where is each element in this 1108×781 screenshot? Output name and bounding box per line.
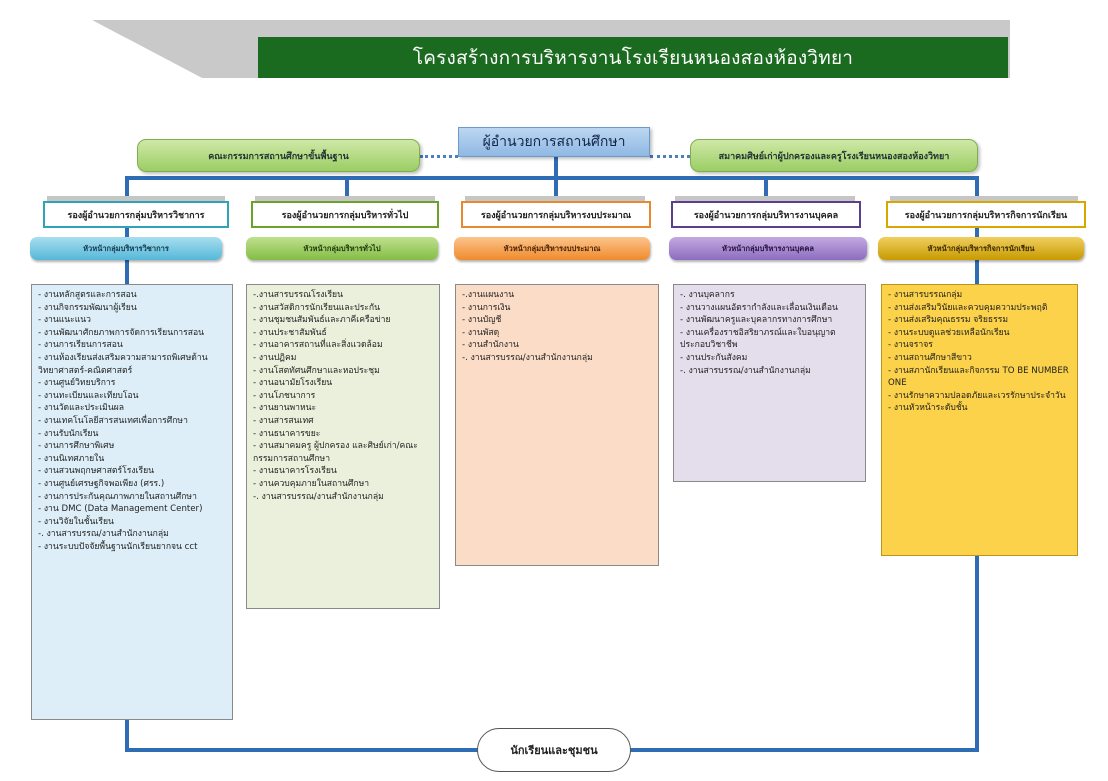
- task-item: - งานพัสดุ: [462, 327, 500, 338]
- board-box: คณะกรรมการสถานศึกษาขั้นพื้นฐาน: [137, 139, 420, 172]
- task-item: - งานพัฒนาครูและบุคลากรทางการศึกษา: [680, 315, 833, 326]
- task-item: -.งานแผนงาน: [462, 290, 515, 300]
- head-general: หัวหน้ากลุ่มบริหารทั่วไป: [246, 237, 438, 260]
- task-item: - งานชุมชนสัมพันธ์และภาคีเครือข่าย: [253, 315, 391, 326]
- task-item: -.งานสารบรรณโรงเรียน: [253, 290, 343, 300]
- tasks-academic: - งานหลักสูตรและการสอน - งานกิจกรรมพัฒนา…: [31, 284, 233, 720]
- task-item: - งานวิจัยในชั้นเรียน: [38, 516, 114, 527]
- head-budget: หัวหน้ากลุ่มบริหารงบประมาณ: [454, 237, 650, 260]
- task-item: - งานส่งเสริมวินัยและควบคุมความประพฤติ: [888, 302, 1048, 313]
- task-item: - งานสมาคมครู ผู้ปกครอง และศิษย์เก่า/คณะ…: [253, 441, 418, 464]
- task-item: - งานนิเทศภายใน: [38, 453, 105, 464]
- task-item: - งานศูนย์เศรษฐกิจพอเพียง (ศรร.): [38, 478, 165, 489]
- task-item: - งานยานพาหนะ: [253, 403, 317, 414]
- dotted-link-association: [650, 155, 690, 158]
- task-item: - งานพัฒนาศักยภาพการจัดการเรียนการสอน: [38, 327, 205, 338]
- task-item: - งานจราจร: [888, 340, 933, 351]
- top-connector: [125, 176, 978, 180]
- task-item: - งานสวนพฤกษศาสตร์โรงเรียน: [38, 466, 155, 477]
- task-item: - งานสำนักงาน: [462, 340, 519, 351]
- task-item: - งานการเงิน: [462, 302, 511, 313]
- task-item: - งานโภชนาการ: [253, 390, 316, 401]
- tasks-personnel: -. งานบุคลากร - งานวางแผนอัตรากำลังและเล…: [673, 284, 866, 482]
- deputy-general: รองผู้อำนวยการกลุ่มบริหารทั่วไป: [251, 201, 439, 228]
- task-item: - งานวัดและประเมินผล: [38, 403, 125, 414]
- task-item: - งานห้องเรียนส่งเสริมความสามารถพิเศษด้า…: [38, 352, 208, 376]
- task-item: - งาน DMC (Data Management Center): [38, 504, 203, 515]
- task-item: -. งานบุคลากร: [680, 290, 735, 300]
- tasks-student: - งานสารบรรณกลุ่ม - งานส่งเสริมวินัยและค…: [881, 284, 1078, 556]
- task-item: - งานสภานักเรียนและกิจกรรม TO BE NUMBER …: [888, 365, 1069, 389]
- task-item: - งานปฏิคม: [253, 352, 297, 363]
- page-title: โครงสร้างการบริหารงานโรงเรียนหนองสองห้อง…: [258, 37, 1008, 78]
- connector-personnel: [764, 176, 768, 202]
- task-item: - งานประชาสัมพันธ์: [253, 327, 327, 338]
- deputy-student: รองผู้อำนวยการกลุ่มบริหารกิจการนักเรียน: [886, 201, 1086, 228]
- deputy-budget: รองผู้อำนวยการกลุ่มบริหารงบประมาณ: [461, 201, 651, 228]
- task-item: -. งานสารบรรณ/งานสำนักงานกลุ่ม: [38, 529, 169, 540]
- head-student: หัวหน้ากลุ่มบริหารกิจการนักเรียน: [878, 237, 1084, 260]
- tasks-general: -.งานสารบรรณโรงเรียน - งานสวัสดิการนักเร…: [246, 284, 440, 609]
- association-box: สมาคมศิษย์เก่าผู้ปกครองและครูโรงเรียนหนอ…: [690, 139, 978, 172]
- task-item: - งานธนาคารโรงเรียน: [253, 466, 337, 477]
- task-item: - งานธนาคารขยะ: [253, 428, 321, 439]
- head-personnel: หัวหน้ากลุ่มบริหารงานบุคคล: [669, 237, 867, 260]
- task-item: - งานบัญชี: [462, 315, 502, 326]
- task-item: - งานสถานศึกษาสีขาว: [888, 352, 972, 363]
- task-item: - งานการศึกษาพิเศษ: [38, 441, 115, 452]
- director-box: ผู้อำนวยการสถานศึกษา: [458, 127, 650, 157]
- task-item: - งานควบคุมภายในสถานศึกษา: [253, 478, 370, 489]
- connector-budget: [554, 176, 558, 202]
- task-item: - งานสารบรรณกลุ่ม: [888, 290, 963, 300]
- task-item: -. งานสารบรรณ/งานสำนักงานกลุ่ม: [462, 352, 593, 363]
- head-academic: หัวหน้ากลุ่มบริหารวิชาการ: [30, 237, 222, 260]
- task-item: - งานเครื่องราชอิสริยาภรณ์และใบอนุญาตประ…: [680, 327, 836, 351]
- task-item: - งานรักษาความปลอดภัยและเวรรักษาประจำวัน: [888, 390, 1066, 401]
- dotted-link-board: [420, 155, 458, 158]
- task-item: -. งานสารบรรณ/งานสำนักงานกลุ่ม: [253, 491, 384, 502]
- tasks-budget: -.งานแผนงาน - งานการเงิน - งานบัญชี - งา…: [455, 284, 659, 566]
- task-item: - งานศูนย์วิทยบริการ: [38, 378, 116, 389]
- task-item: - งานอนามัยโรงเรียน: [253, 378, 333, 389]
- task-item: -. งานสารบรรณ/งานสำนักงานกลุ่ม: [680, 365, 811, 376]
- task-item: - งานการประกันคุณภาพภายในสถานศึกษา: [38, 491, 197, 502]
- task-item: - งานส่งเสริมคุณธรรม จริยธรรม: [888, 315, 1009, 326]
- task-item: - งานระบบดูแลช่วยเหลือนักเรียน: [888, 327, 1010, 338]
- task-item: - งานอาคารสถานที่และสิ่งแวดล้อม: [253, 340, 383, 351]
- task-item: - งานประกันสังคม: [680, 352, 748, 363]
- connector-general: [345, 176, 349, 202]
- task-item: - งานโสตทัศนศึกษาและหอประชุม: [253, 365, 380, 376]
- deputy-academic: รองผู้อำนวยการกลุ่มบริหารวิชาการ: [43, 201, 229, 228]
- director-connector: [554, 156, 558, 178]
- deputy-personnel: รองผู้อำนวยการกลุ่มบริหารงานบุคคล: [671, 201, 861, 228]
- task-item: - งานการเรียนการสอน: [38, 340, 123, 351]
- task-item: - งานกิจกรรมพัฒนาผู้เรียน: [38, 302, 137, 313]
- students-and-community-box: นักเรียนและชุมชน: [477, 728, 631, 772]
- task-item: - งานทะเบียนและเทียบโอน: [38, 390, 139, 401]
- task-item: - งานรับนักเรียน: [38, 428, 99, 439]
- task-item: - งานเทคโนโลยีสารสนเทศเพื่อการศึกษา: [38, 415, 188, 426]
- task-item: - งานระบบปัจจัยพื้นฐานนักเรียนยากจน cct: [38, 541, 198, 552]
- task-item: - งานหลักสูตรและการสอน: [38, 290, 137, 300]
- task-item: - งานแนะแนว: [38, 315, 91, 326]
- task-item: - งานสารสนเทศ: [253, 415, 314, 426]
- task-item: - งานวางแผนอัตรากำลังและเลื่อนเงินเดือน: [680, 302, 838, 313]
- task-item: - งานหัวหน้าระดับชั้น: [888, 403, 968, 414]
- task-item: - งานสวัสดิการนักเรียนและประกัน: [253, 302, 380, 313]
